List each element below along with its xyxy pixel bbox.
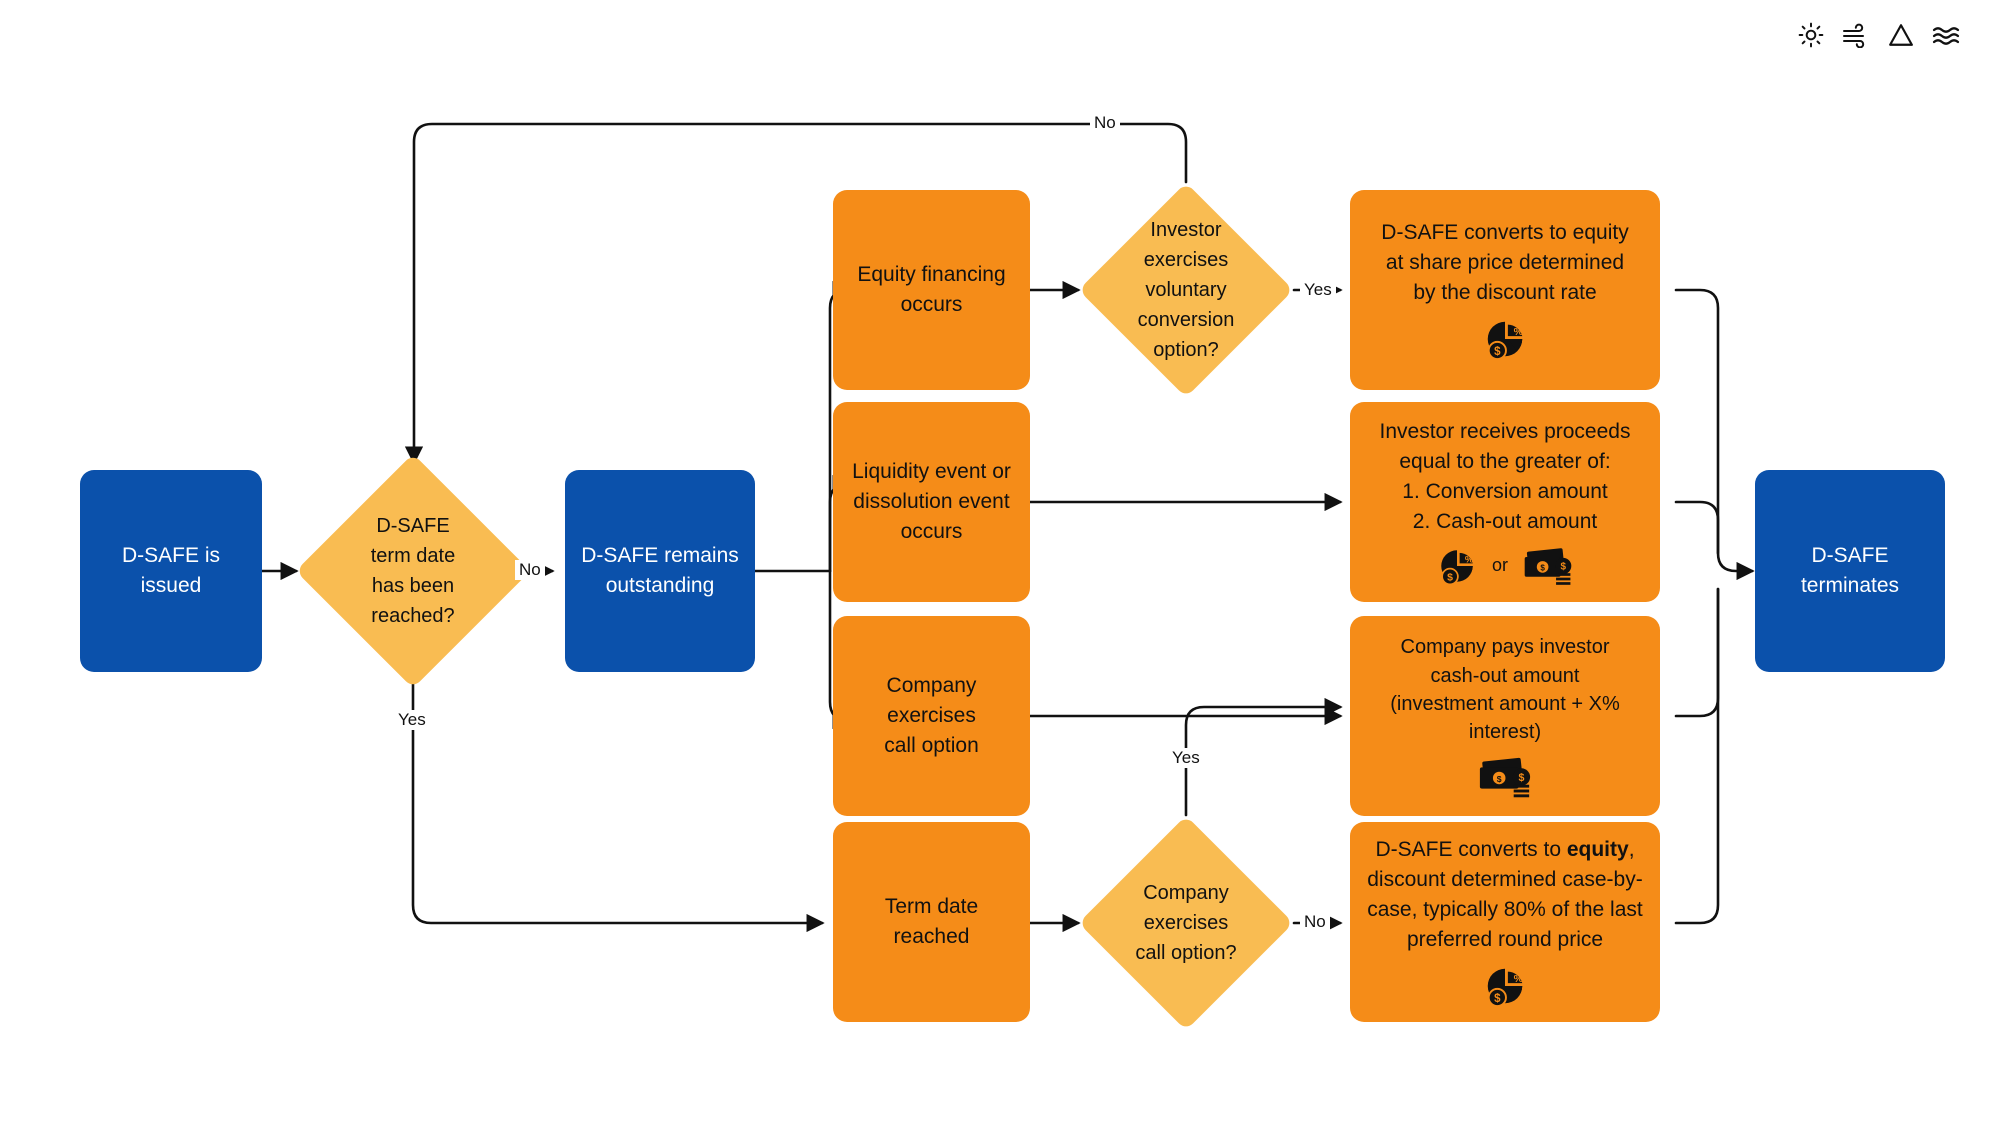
- edge-merge-4: [1674, 587, 1720, 925]
- pie-dollar-percent-icon: % $: [1441, 549, 1474, 585]
- edge-label-call-yes: Yes: [1168, 748, 1204, 768]
- svg-text:%: %: [1465, 554, 1474, 565]
- node-start-label: D-SAFE is issued: [121, 544, 220, 597]
- cash-icon: $ $: [1524, 547, 1572, 585]
- node-proceeds-greater-label: Investor receives proceeds equal to the …: [1379, 420, 1631, 533]
- svg-text:$: $: [1540, 563, 1545, 572]
- node-term-date-reached[interactable]: Term date reached: [833, 822, 1030, 1022]
- node-start[interactable]: D-SAFE is issued: [80, 470, 262, 672]
- node-company-call-label: Company exercises call option: [884, 674, 979, 757]
- pie-dollar-percent-icon: % $: [1487, 321, 1524, 360]
- edge-label-voluntary-yes: Yes: [1300, 280, 1336, 300]
- svg-text:%: %: [1514, 973, 1524, 985]
- edge-label-call-no: No: [1300, 912, 1330, 932]
- node-cash-out-label: Company pays investor cash-out amount (i…: [1390, 636, 1620, 744]
- svg-text:$: $: [1447, 571, 1453, 583]
- edge-merge-2: [1674, 500, 1720, 555]
- svg-text:$: $: [1494, 992, 1501, 1004]
- node-company-call[interactable]: Company exercises call option: [833, 616, 1030, 816]
- node-liquidity-event[interactable]: Liquidity event or dissolution event occ…: [833, 402, 1030, 602]
- top-icon-row: [1798, 22, 1962, 48]
- wind-icon: [1843, 23, 1865, 48]
- edge-label-voluntary-no: No: [1090, 113, 1120, 133]
- edge-call-decision-yes: [1184, 697, 1343, 817]
- node-voluntary-conversion[interactable]: Investor exercises voluntary conversion …: [1078, 182, 1294, 398]
- or-label: or: [1491, 555, 1508, 576]
- svg-text:$: $: [1494, 346, 1501, 358]
- svg-text:%: %: [1514, 326, 1524, 338]
- node-outstanding[interactable]: D-SAFE remains outstanding: [565, 470, 755, 672]
- cash-icon: $ $: [1479, 757, 1531, 798]
- edge-voluntary-no: [404, 122, 1188, 465]
- icon-row: % $ or $ $: [1436, 545, 1574, 587]
- caseby-part-3: , discount determined case-by-case, typi…: [1367, 838, 1643, 951]
- node-voluntary-conversion-label: Investor exercises voluntary conversion …: [1137, 219, 1235, 361]
- node-company-call-decision-label: Company exercises call option?: [1135, 882, 1237, 964]
- pie-dollar-percent-icon: % $: [1487, 968, 1524, 1007]
- edge-label-term-yes: Yes: [394, 710, 430, 730]
- node-converts-discount[interactable]: D-SAFE converts to equity at share price…: [1350, 190, 1660, 390]
- edge-merge-1: [1674, 288, 1755, 581]
- node-converts-discount-label: D-SAFE converts to equity at share price…: [1381, 221, 1629, 304]
- node-converts-caseby-label: D-SAFE converts to equity, discount dete…: [1350, 835, 1660, 954]
- caseby-part-1: D-SAFE converts to: [1375, 838, 1567, 862]
- node-term-date-reached-label: Term date reached: [884, 895, 979, 948]
- sun-icon: [1798, 22, 1824, 48]
- icon-row: % $: [1482, 963, 1528, 1009]
- node-liquidity-event-label: Liquidity event or dissolution event occ…: [852, 460, 1011, 543]
- node-cash-out[interactable]: Company pays investor cash-out amount (i…: [1350, 616, 1660, 816]
- node-term-decision[interactable]: D-SAFE term date has been reached?: [295, 453, 531, 689]
- svg-text:$: $: [1518, 772, 1524, 784]
- svg-text:$: $: [1560, 561, 1566, 572]
- icon-row: $ $: [1477, 755, 1533, 799]
- edge-label-term-no: No: [515, 560, 545, 580]
- node-proceeds-greater[interactable]: Investor receives proceeds equal to the …: [1350, 402, 1660, 602]
- node-converts-caseby[interactable]: D-SAFE converts to equity, discount dete…: [1350, 822, 1660, 1022]
- node-terminates-label: D-SAFE terminates: [1800, 544, 1900, 597]
- caseby-emphasis: equity: [1566, 838, 1629, 862]
- edge-term-yes: [411, 659, 825, 933]
- node-terminates[interactable]: D-SAFE terminates: [1755, 470, 1945, 672]
- svg-text:$: $: [1497, 774, 1502, 784]
- node-company-call-decision[interactable]: Company exercises call option?: [1078, 815, 1294, 1031]
- triangle-icon: [1889, 24, 1913, 46]
- node-term-decision-label: D-SAFE term date has been reached?: [370, 515, 456, 627]
- node-equity-financing-label: Equity financing occurs: [857, 263, 1006, 316]
- icon-row: % $: [1482, 316, 1528, 362]
- node-outstanding-label: D-SAFE remains outstanding: [581, 544, 739, 597]
- edge-merge-3: [1674, 587, 1720, 718]
- node-equity-financing[interactable]: Equity financing occurs: [833, 190, 1030, 390]
- waves-icon: [1932, 27, 1960, 45]
